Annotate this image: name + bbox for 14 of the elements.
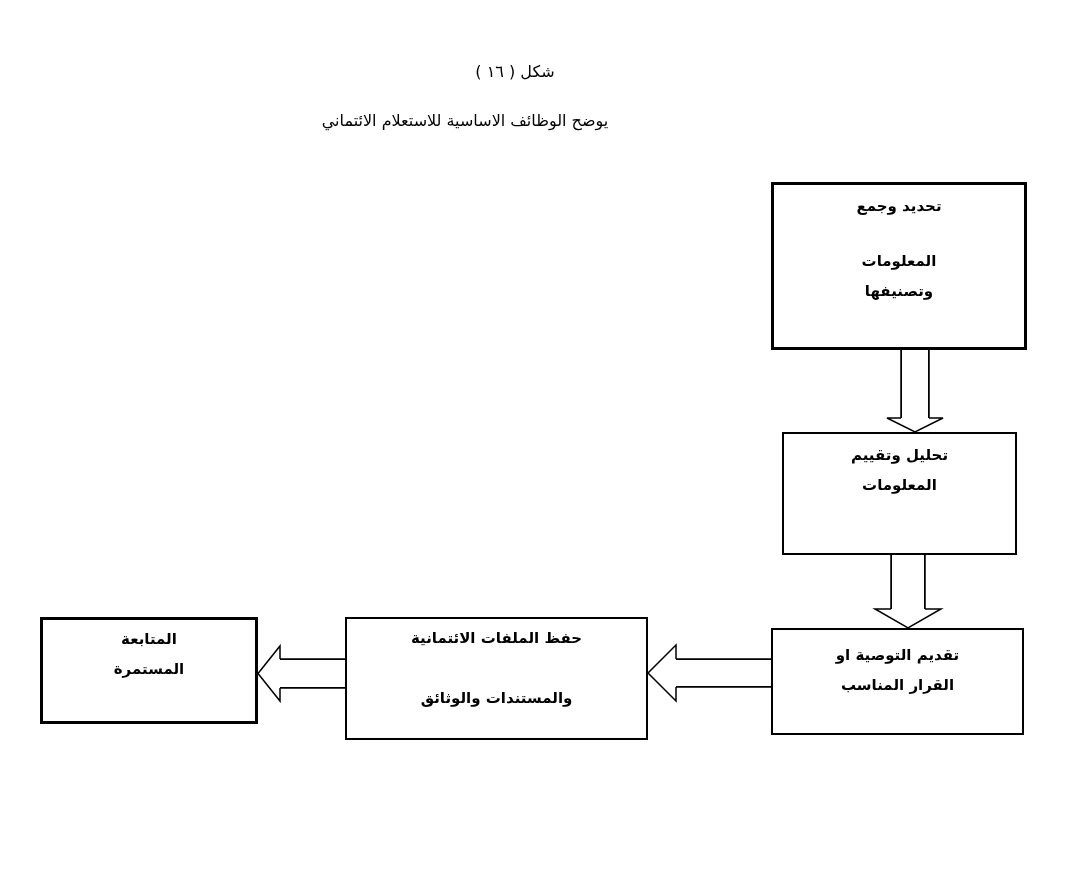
process-box [345,617,648,740]
title: شكل ( ١٦ ) [475,62,555,82]
step-label: تحليل وتقييم المعلومات [850,445,949,496]
caption: يوضح الوظائف الاساسية للاستعلام الائتماني [321,111,609,131]
process-box [782,432,1017,555]
process-box [771,182,1027,350]
step-label: والمستندات والوثائق [420,688,573,709]
step-label: تقديم التوصية او القرار المناسب [835,645,960,696]
step-label: تحديد وجمع [855,196,943,217]
step-label: المتابعة المستمرة [113,629,185,680]
process-box [40,617,258,724]
step-label: حفظ الملفات الائتمانية [410,628,583,649]
step-label: المعلومات وتصنيفها [861,251,937,302]
process-box [771,628,1024,735]
